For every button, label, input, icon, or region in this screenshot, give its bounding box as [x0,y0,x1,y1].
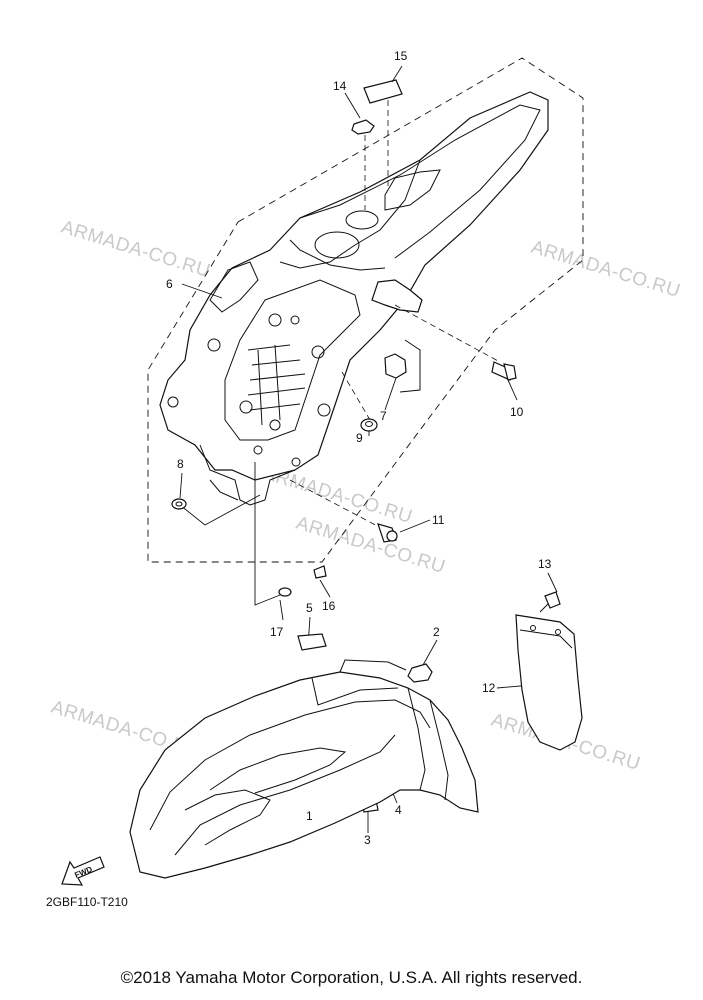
diagram-code: 2GBF110-T210 [46,895,128,909]
callout-11: 11 [432,513,445,527]
front-fender [129,659,479,879]
callout-7: 7 [380,409,387,423]
nut-part [351,119,375,135]
callout-8: 8 [177,457,184,471]
callout-10: 10 [510,405,524,419]
callout-15: 15 [394,49,408,63]
callout-16: 16 [322,599,336,613]
assembly-boundary [147,57,584,563]
callout-2: 2 [433,625,440,639]
callout-1: 1 [306,809,313,823]
callout-12: 12 [482,681,496,695]
callout-3: 3 [364,833,371,847]
callout-14: 14 [333,79,347,93]
label-part [363,79,403,104]
callout-13: 13 [538,557,552,571]
callout-6: 6 [166,277,173,291]
callout-labels: 1 2 3 4 5 6 7 8 9 10 11 12 13 14 15 16 1… [166,49,552,847]
mud-flap [515,614,583,751]
fwd-arrow: FWD [61,856,105,886]
rear-fender [159,91,549,506]
callout-17: 17 [270,625,284,639]
watermark: ARMADA-CO.RU [59,217,213,282]
callout-5: 5 [306,601,313,615]
copyright-notice: ©2018 Yamaha Motor Corporation, U.S.A. A… [120,968,583,987]
decal-part [297,633,327,651]
watermark: ARMADA-CO.RU [529,237,683,302]
callout-4: 4 [395,803,402,817]
callout-9: 9 [356,431,363,445]
